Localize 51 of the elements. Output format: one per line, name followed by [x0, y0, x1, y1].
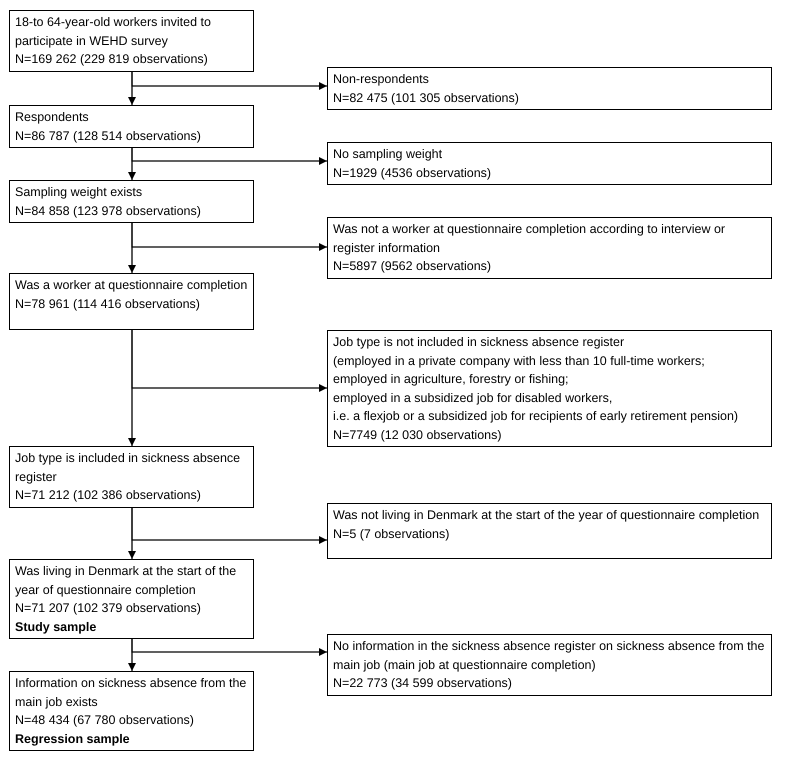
process-box	[9, 559, 254, 639]
box-text: Was a worker at questionnaire completion	[15, 277, 248, 294]
box-text: Was not living in Denmark at the start of the year of questionnaire completion	[333, 507, 760, 524]
box-text: 18-to 64-year-old workers invited to participate in WEHD survey	[15, 14, 212, 50]
box-text: No information in the sickness absence register on sickness absence from the main job (main job at questionnaire completion)	[333, 638, 766, 674]
box-text: Job type is not included in sickness absence register	[333, 334, 626, 351]
box-text: N=7749 (12 030 observations)	[333, 426, 503, 444]
box-text: employed in a subsidized job for disabled workers,	[333, 390, 614, 407]
box-text: Was not a worker at questionnaire completion according to interview or register information	[333, 221, 726, 257]
box-text: N=71 212 (102 386 observations)	[15, 487, 202, 504]
process-box	[9, 273, 254, 330]
box-text: Was living in Denmark at the start of the year of questionnaire completion	[15, 563, 238, 599]
process-box	[9, 10, 254, 72]
box-text: N=5897 (9562 observations)	[333, 258, 492, 275]
box-text: Job type is included in sickness absence register	[15, 450, 242, 486]
process-box	[9, 446, 254, 508]
process-box	[327, 634, 772, 696]
process-box	[9, 671, 254, 751]
box-text: N=86 787 (128 514 observations)	[15, 128, 202, 145]
process-box	[9, 180, 254, 223]
arrow	[131, 508, 327, 544]
arrow	[131, 330, 327, 392]
box-text: N=48 434 (67 780 observations)	[15, 712, 195, 729]
box-text: Sampling weight exists	[15, 184, 144, 201]
process-box	[327, 330, 772, 447]
box-text: Information on sickness absence from the main job exists	[15, 675, 248, 711]
box-text: No sampling weight	[333, 146, 444, 163]
box-text: N=78 961 (114 416 observations)	[15, 296, 201, 313]
arrow	[131, 72, 327, 90]
arrow	[131, 639, 327, 656]
arrow	[131, 223, 327, 251]
box-text: employed in agriculture, forestry or fishing;	[333, 371, 570, 388]
box-text: (employed in a private company with less than 10 full-time workers;	[333, 352, 706, 370]
box-text: Non-respondents	[333, 71, 430, 88]
sample-label: Regression sample	[15, 730, 131, 748]
arrow	[131, 148, 327, 165]
process-box	[327, 67, 772, 110]
box-text: N=22 773 (34 599 observations)	[333, 675, 513, 692]
box-text: N=1929 (4536 observations)	[333, 164, 492, 182]
process-box	[9, 105, 254, 148]
box-text: N=5 (7 observations)	[333, 526, 450, 543]
box-text: N=71 207 (102 379 observations)	[15, 600, 202, 617]
box-text: N=82 475 (101 305 observations)	[333, 90, 520, 107]
process-box	[327, 503, 772, 559]
box-text: N=84 858 (123 978 observations)	[15, 202, 202, 220]
box-text: N=169 262 (229 819 observations)	[15, 51, 209, 68]
process-box	[327, 142, 772, 185]
box-text: Respondents	[15, 109, 90, 126]
sample-label: Study sample	[15, 618, 98, 636]
process-box	[327, 217, 772, 278]
box-text: i.e. a flexjob or a subsidized job for recipients of early retirement pension)	[333, 408, 740, 425]
